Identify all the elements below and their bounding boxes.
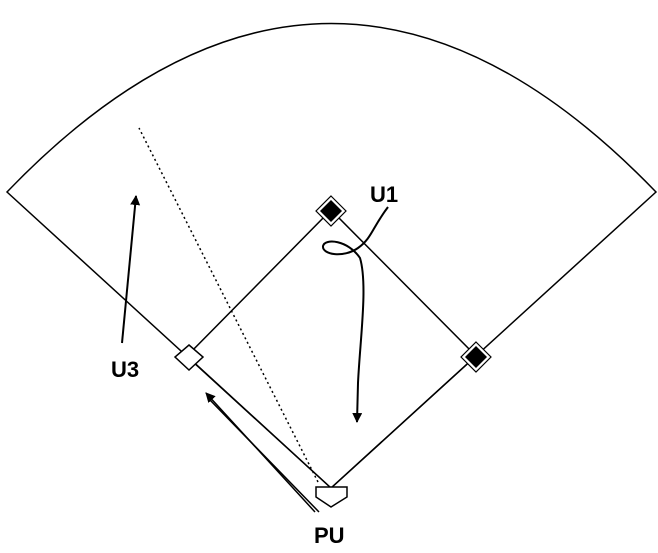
fly-ball-path (138, 127, 319, 483)
u1-movement-path (322, 206, 389, 423)
pu-label: PU (314, 523, 345, 548)
first-base-marker (460, 341, 492, 373)
outfield-boundary (5, 22, 658, 490)
u1-label: U1 (370, 182, 398, 207)
pu-movement-arrow (205, 392, 320, 513)
home-plate-marker (315, 486, 348, 508)
u3-label: U3 (111, 357, 139, 382)
third-base-marker (173, 344, 205, 372)
u3-movement-arrow (121, 195, 141, 344)
second-base-marker (315, 195, 347, 227)
